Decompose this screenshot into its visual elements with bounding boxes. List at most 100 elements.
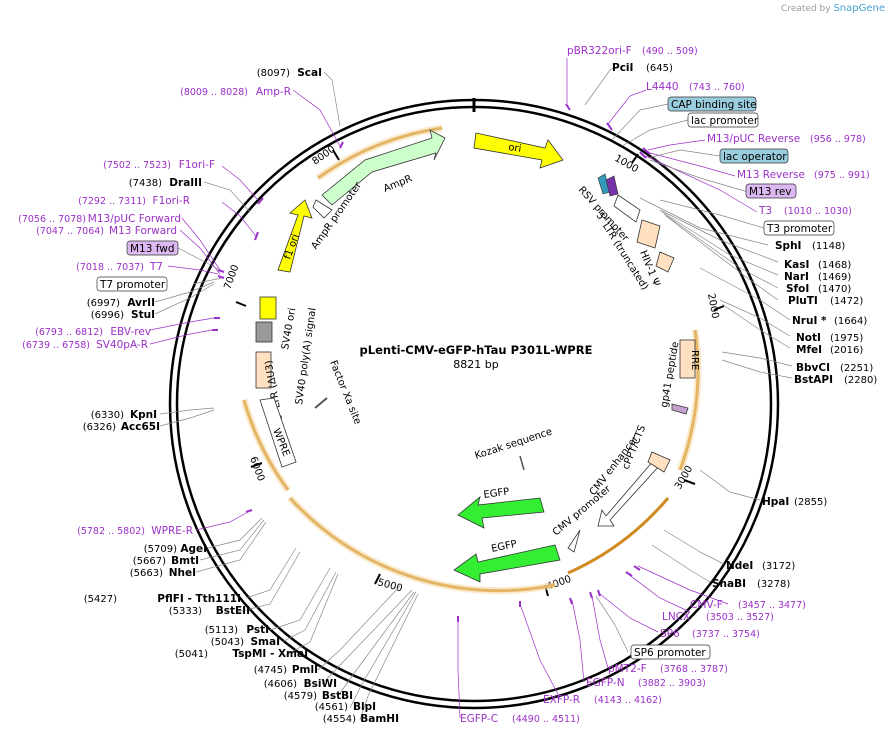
cppt-shape — [647, 451, 671, 473]
enzyme-leaders-right — [584, 66, 793, 583]
enzyme-labels-right: PciI (645) SphI (1148) KasI (1468) NarI … — [612, 62, 877, 590]
primer-labels-left: (8009 .. 8028) Amp-R (7502 .. 7523) F1or… — [18, 86, 291, 537]
enzyme-bsiwi: BsiWI — [304, 678, 337, 690]
sv40-polya-shape — [255, 321, 273, 343]
enzyme-ndei-pos: (3172) — [762, 561, 795, 572]
plasmid-name: pLenti-CMV-eGFP-hTau P301L-WPRE — [360, 343, 593, 357]
box-t7-promoter: T7 promoter — [99, 279, 166, 291]
box-t3-promoter: T3 promoter — [766, 223, 833, 235]
enzyme-bstbi: BstBI — [322, 690, 353, 702]
enzyme-hpai: HpaI — [762, 496, 789, 508]
primer-t7-range: (7018 .. 7037) — [76, 262, 144, 273]
enzyme-nari-pos: (1469) — [818, 272, 851, 283]
enzyme-snabi-pos: (3278) — [757, 579, 790, 590]
kozak-mark — [519, 455, 525, 471]
primer-m13-forward: M13 Forward — [109, 225, 177, 237]
enzyme-pluti: PluTI — [788, 295, 818, 307]
wpre-shape — [259, 397, 297, 468]
primer-m13-forward-range: (7047 .. 7064) — [36, 226, 104, 237]
ampr-label: AmpR — [382, 173, 414, 194]
ori-label: ori — [508, 142, 522, 155]
enzyme-smai: SmaI — [251, 636, 281, 648]
primer-m13-puc-forward: M13/pUC Forward — [88, 213, 181, 225]
primer-leaders — [149, 58, 758, 719]
primer-pmt2-f: pMT2-F — [608, 663, 647, 675]
primer-lncx: LNCX — [662, 611, 690, 623]
enzyme-ndei: NdeI — [726, 560, 753, 572]
enzyme-kpni-pos: (6330) — [91, 410, 124, 421]
primer-sv40pa-r: SV40pA-R — [96, 339, 148, 351]
enzyme-mfei: MfeI — [796, 344, 822, 356]
ampr-promoter-shape — [312, 199, 333, 219]
primer-egfp-n-range: (3882 .. 3903) — [638, 678, 706, 689]
enzyme-avrii-pos: (6997) — [87, 298, 120, 309]
hiv-psi-shape — [636, 219, 661, 249]
primer-labels-right: pBR322ori-F (490 .. 509) L4440 (743 .. 7… — [460, 45, 870, 725]
tick-6000: 6000 — [247, 455, 266, 483]
enzyme-tspmi-pos: (5041) — [175, 649, 208, 660]
enzyme-bsiwi-pos: (4606) — [264, 679, 297, 690]
enzyme-kasi: KasI — [784, 259, 809, 271]
primer-egfp-c: EGFP-C — [460, 713, 498, 725]
factor-xa-mark — [314, 397, 328, 409]
egfp-inner-arrow — [457, 495, 545, 529]
primer-cmv-f-range: (3457 .. 3477) — [738, 600, 806, 611]
plasmid-length: 8821 bp — [453, 358, 498, 371]
enzyme-bamhi-pos: (4554) — [323, 714, 356, 725]
enzyme-pflfi: PflFI - Tth111I — [157, 593, 241, 605]
enzyme-pcii-pos: (645) — [646, 63, 673, 74]
enzyme-stui: StuI — [131, 309, 155, 321]
enzyme-hpai-pos: (2855) — [794, 497, 827, 508]
f1-ori-label: f1 ori — [282, 233, 301, 261]
enzyme-smai-pos: (5043) — [211, 637, 244, 648]
enzyme-labels-left: (8097) ScaI (7438) DraIII (6997) AvrII (… — [83, 67, 399, 725]
primer-pbr322ori-f-range: (490 .. 509) — [642, 46, 698, 57]
enzyme-bstapi: BstAPI — [794, 374, 833, 386]
enzyme-pflfi-pos: (5427) — [84, 594, 117, 605]
primer-sp6-range: (3737 .. 3754) — [692, 629, 760, 640]
factor-xa-label: Factor Xa site — [327, 359, 363, 426]
box-lac-promoter: lac promoter — [691, 115, 759, 127]
enzyme-sphi: SphI — [775, 240, 801, 252]
hiv-psi-shape-2 — [655, 251, 675, 273]
enzyme-bmti: BmtI — [171, 555, 199, 567]
primer-wpre-r-range: (5782 .. 5802) — [77, 526, 145, 537]
enzyme-pmli-pos: (4745) — [254, 665, 287, 676]
primer-sp6: SP6 — [660, 628, 680, 640]
enzyme-leaders-left — [154, 71, 419, 721]
primer-m13-puc-forward-range: (7056 .. 7078) — [18, 214, 86, 225]
enzyme-snabi: SnaBI — [712, 578, 746, 590]
box-cap-binding-site: CAP binding site — [671, 99, 757, 111]
primer-ebv-rev: EBV-rev — [110, 326, 151, 338]
primer-m13-puc-reverse-range: (956 .. 978) — [810, 134, 866, 145]
enzyme-nrui: NruI * — [792, 315, 827, 327]
box-m13-fwd: M13 fwd — [130, 243, 175, 255]
primer-pbr322ori-f: pBR322ori-F — [567, 45, 632, 57]
cmv-enhancer-arrow — [597, 459, 661, 527]
enzyme-agei: AgeI — [180, 543, 207, 555]
primer-f1ori-r-range: (7292 .. 7311) — [78, 196, 146, 207]
primer-m13-puc-reverse: M13/pUC Reverse — [707, 133, 800, 145]
egfp-inner-label: EGFP — [483, 486, 510, 500]
tick-5000: 5000 — [376, 577, 403, 594]
egfp-outer-arrow — [453, 544, 561, 583]
cmv-promoter-label: CMV promoter — [551, 483, 614, 538]
primer-t7: T7 — [149, 261, 163, 273]
primer-lncx-range: (3503 .. 3527) — [706, 612, 774, 623]
egfp-outer-label: EGFP — [490, 539, 518, 555]
enzyme-bamhi: BamHI — [360, 713, 399, 725]
enzyme-blpi: BlpI — [353, 701, 376, 713]
gp41-shape — [671, 403, 689, 415]
enzyme-bbvci: BbvCI — [796, 362, 830, 374]
primer-amp-r-range: (8009 .. 8028) — [180, 87, 248, 98]
enzyme-psti-pos: (5113) — [205, 625, 238, 636]
primer-f1ori-f-range: (7502 .. 7523) — [103, 160, 171, 171]
primer-amp-r: Amp-R — [256, 86, 291, 98]
box-sp6-promoter: SP6 promoter — [634, 647, 706, 659]
enzyme-draiii: DraIII — [169, 177, 202, 189]
enzyme-nrui-pos: (1664) — [834, 316, 867, 327]
box-lac-operator: lac operator — [723, 151, 787, 163]
primer-pmt2-f-range: (3768 .. 3787) — [660, 664, 728, 675]
enzyme-acc65i-pos: (6326) — [83, 422, 116, 433]
